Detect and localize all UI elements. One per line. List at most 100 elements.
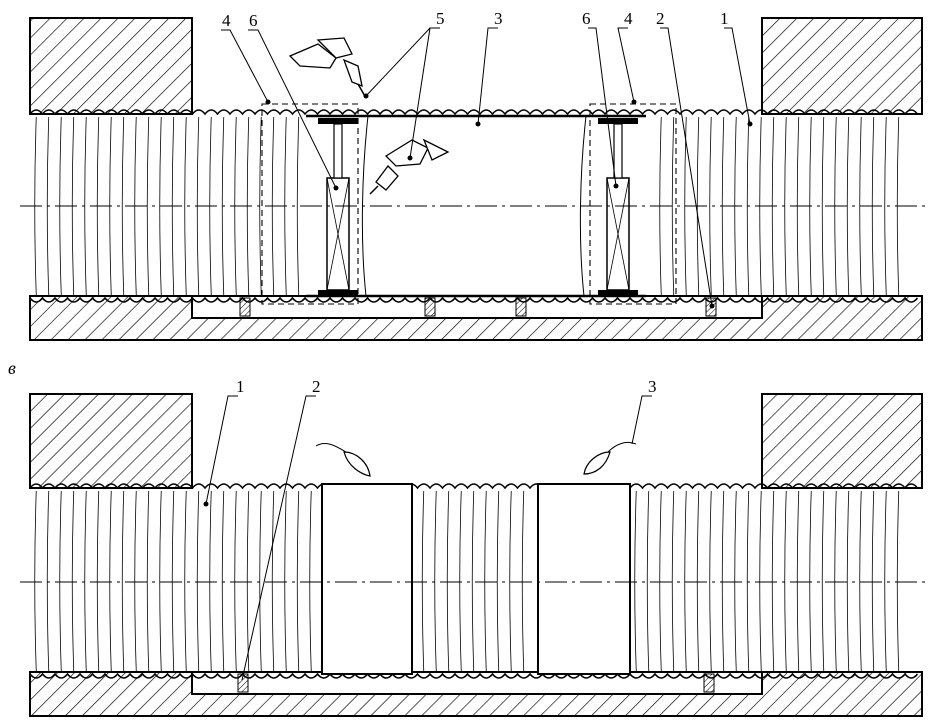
callout-label-1: 1 [720,9,729,28]
callout-label-4-left: 4 [222,11,231,30]
pipe-rib-line [684,490,687,672]
pipe-rib-line [284,490,287,672]
panel-top: 4 6 5 3 6 4 2 1 [20,9,930,341]
pipe-rib-line [509,490,512,672]
pipe-rib-line [221,490,225,672]
pipe-rib-line [859,490,862,672]
pipe-rib-line [71,490,75,672]
pipe-rib-line [709,116,712,296]
callout-label-4-right: 4 [624,9,633,28]
pipe-rib-line [696,490,700,672]
pipe-rib-line [646,490,650,672]
pipe-corrugation-top-edge [29,109,919,116]
pipe-rib-line [484,490,487,672]
pipe-rib-line [746,490,750,672]
pipe-rib-line [309,490,312,672]
pipe-rib-line [59,490,62,672]
pipe-insert-segment [537,483,631,675]
pipe-rib-line [421,490,425,672]
pipe-rib-line [721,490,725,672]
callout-label-6-right: 6 [582,9,591,28]
pipe-rib-line [121,490,125,672]
pipe-rib-line [159,116,162,296]
pipe-rib-line [471,490,475,672]
leader-lines [221,27,751,307]
spacer-block [239,297,251,317]
pipe-rib-line [296,116,300,296]
callout-label-1: 1 [236,377,245,396]
pipe-rib-line [796,490,800,672]
support-jack-left [318,118,358,296]
pipe-rib-line [884,490,887,672]
pipe-rib-line [196,490,200,672]
pipe-rib-line [109,490,112,672]
callout-label-5: 5 [436,9,445,28]
pipe-rib-line [184,490,187,672]
spacer-block [424,297,436,317]
pipe-rib-line [434,490,437,672]
callout-label-6-left: 6 [249,11,258,30]
pipe-rib-line [296,490,300,672]
zone-4-right [589,103,677,305]
welding-flame-right [583,441,637,475]
pipe-rib-line [259,490,262,672]
pipe-rib-line [521,490,525,672]
pipe-rib-line [34,490,37,672]
welding-torch-lower [369,138,450,195]
pipe-rib-line [846,490,850,672]
pipe-rib-line [496,490,500,672]
leader-dots [203,501,209,507]
soil-massif-right [761,393,923,489]
pipe-rib-line [446,490,450,672]
pipe-rib-line [759,490,762,672]
pipe-rib-line [459,490,462,672]
callout-label-2: 2 [312,377,321,396]
pipe-rib-line [734,490,737,672]
pipe-rib-line [121,116,125,296]
soil-massif-left [29,393,193,489]
pipe-corrugation-bottom-edge [29,672,919,679]
pipe-rib-line [634,490,637,672]
spacer-block [515,297,527,317]
leader-dots [265,93,753,309]
pipe-corrugation-bottom-edge [29,296,919,303]
pipe-rib-line [834,490,837,672]
pipe-rib-line [84,490,87,672]
pipe-rib-line [146,116,150,296]
leader-lines [205,395,652,681]
spacer-block [703,673,715,693]
pipe-rib-line [671,490,675,672]
pipe-rib-line [159,490,162,672]
corrugated-pipe-bottom [29,483,919,679]
pipe-rib-line [709,490,712,672]
pipe-rib-line [271,490,275,672]
insert-edge-right [579,115,587,297]
callout-label-2: 2 [656,9,665,28]
welding-flame-left [315,443,371,477]
pipe-rib-line [134,490,137,672]
callout-label-3: 3 [648,377,657,396]
pipe-corrugation-top-edge [29,483,919,490]
soil-massif-right [761,17,923,115]
pipe-rib-line [821,116,825,296]
pipe-rib-line [96,490,100,672]
pipe-rib-line [234,490,237,672]
pipe-rib-line [659,490,662,672]
panel-bottom: в 1 2 3 [8,358,930,717]
welding-torch-upper [288,37,367,99]
pipe-rib-line [246,490,250,672]
pipe-rib-line [671,116,675,296]
pipe-rib-line [884,116,887,296]
pipe-rib-line [859,116,862,296]
pipe-rib-line [784,490,787,672]
pipe-rib-line [46,490,50,672]
insert-edge-left [361,115,369,297]
pipe-rib-line [846,116,850,296]
pipe-rib-line [771,490,775,672]
pipe-rib-line [184,116,187,296]
pipe-rib-line [171,490,175,672]
pipe-rib-line [809,490,812,672]
support-jack-right [598,118,638,296]
pipe-rib-line [821,490,825,672]
